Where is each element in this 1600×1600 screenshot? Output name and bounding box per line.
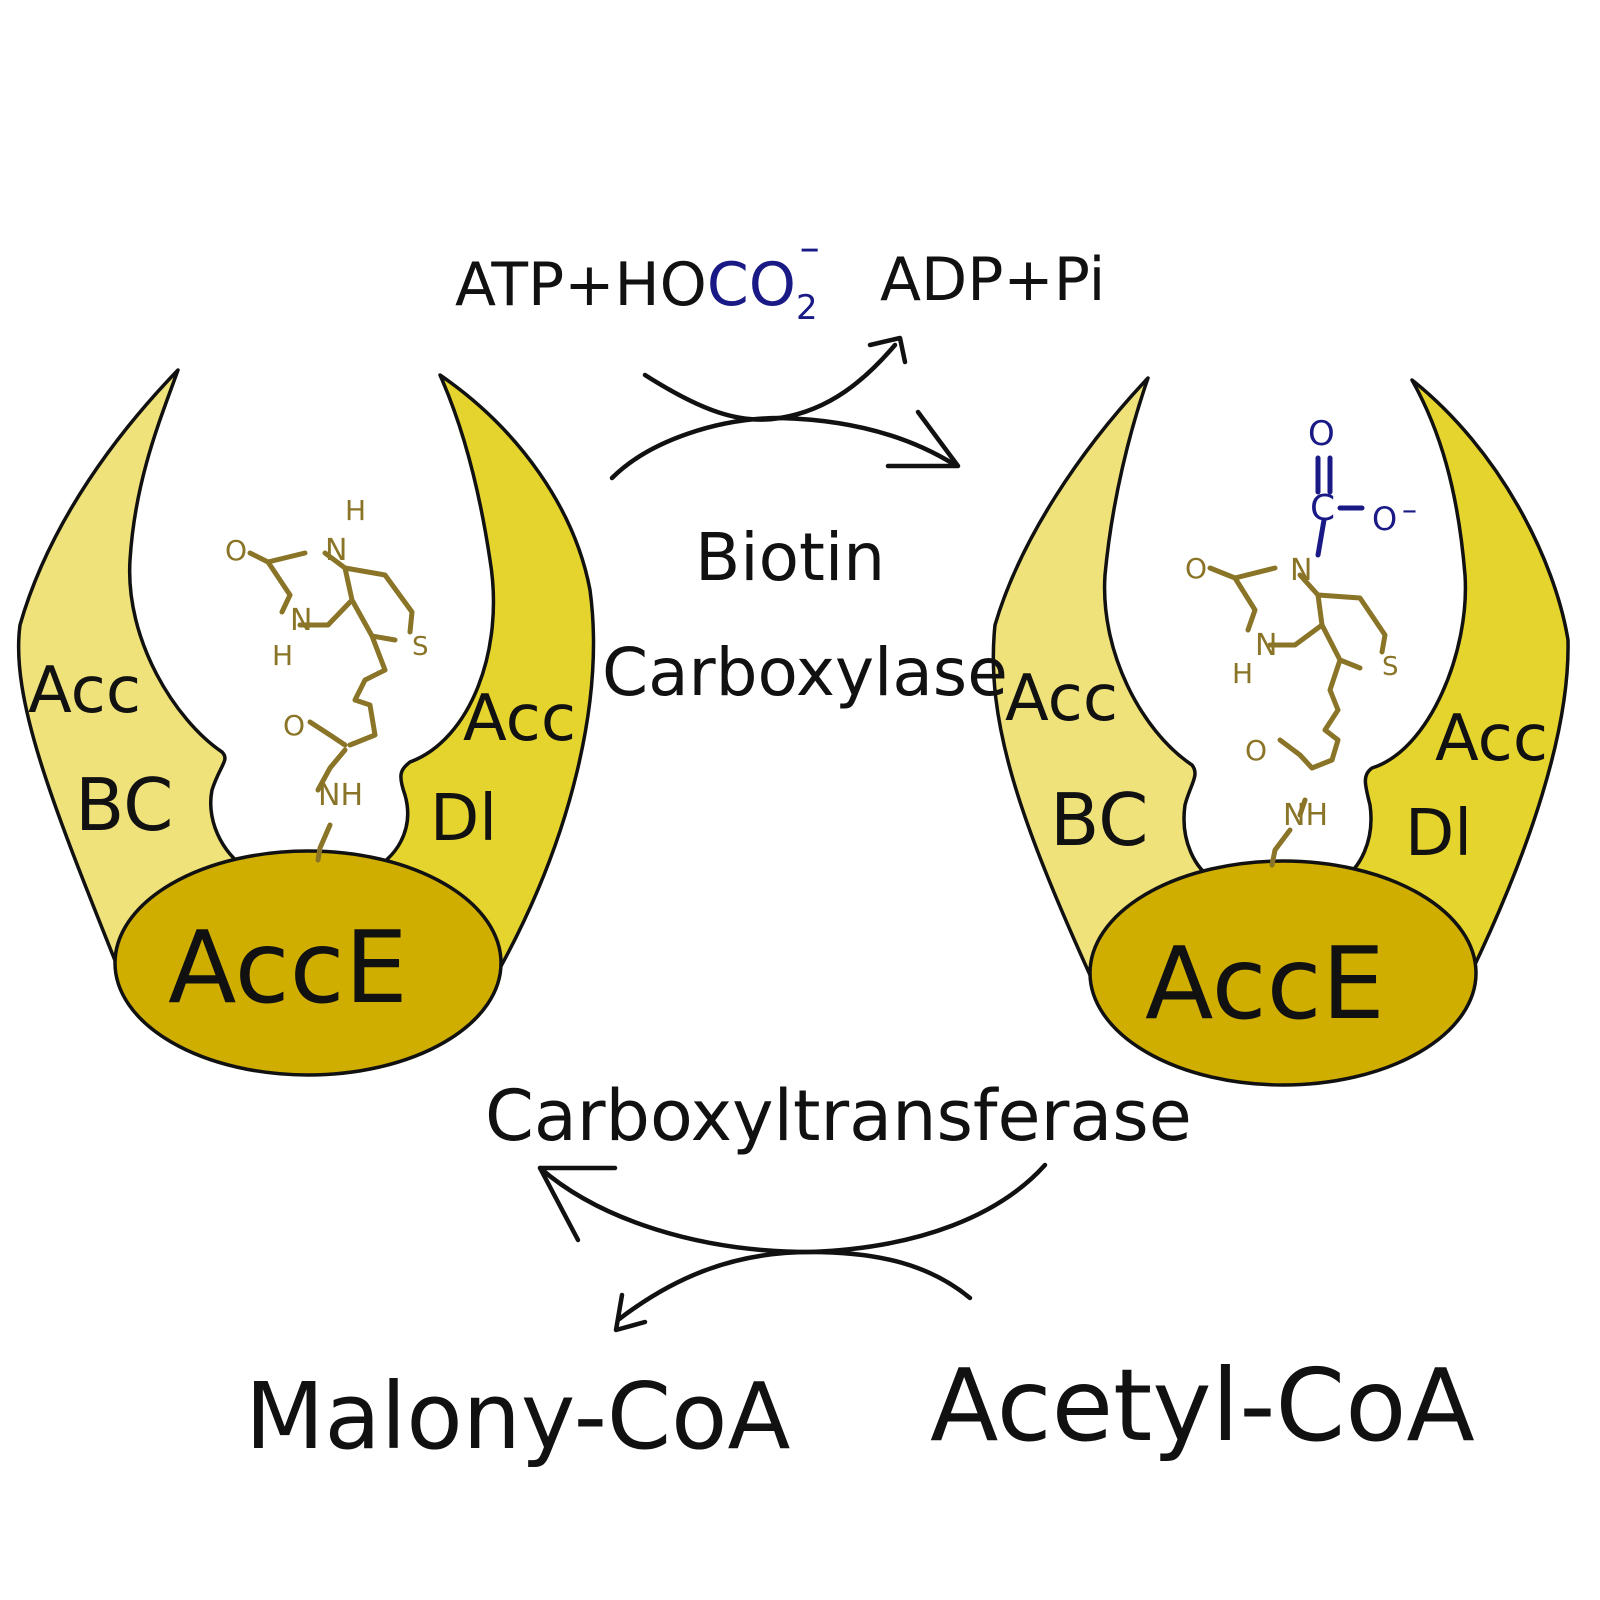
carboxyl-c: C <box>1310 488 1335 529</box>
right-enzyme-complex: Acc BC Acc Dl AccE O N N H S O NH O C O … <box>991 376 1570 1087</box>
right-dl-label-acc: Acc <box>1435 702 1548 776</box>
right-dl-label-dl: Dl <box>1405 797 1472 871</box>
left-bc-label-acc: Acc <box>28 654 141 728</box>
bottom-arrow-main <box>537 1162 1048 1255</box>
top-arrow-release-head <box>867 335 908 365</box>
acetyl-coa-label: Acetyl-CoA <box>930 1347 1475 1464</box>
carboxyl-o-minus: O <box>1372 500 1397 538</box>
bottom-arrow-release <box>615 1249 973 1323</box>
left-dl-domain <box>368 373 596 970</box>
top-arrow-main-head <box>885 409 961 469</box>
top-arrow-release <box>642 342 898 422</box>
malonyl-coa-label: Malony-CoA <box>245 1363 790 1470</box>
top-substrates: ATP+HOCO2– <box>455 225 820 328</box>
left-enzyme-complex: Acc BC Acc Dl AccE O N H N H S O NH <box>16 368 596 1077</box>
left-bc-domain <box>16 368 252 970</box>
right-biotin-o2: O <box>1245 734 1267 767</box>
left-biotin-n2: N <box>290 603 312 638</box>
left-biotin-h2: H <box>272 639 293 672</box>
left-biotin-nh: NH <box>318 778 363 813</box>
carboxyl-charge: – <box>1402 493 1417 528</box>
top-arrow-main <box>609 415 958 481</box>
left-acce-core <box>113 849 503 1077</box>
left-dl-label-dl: Dl <box>430 782 497 856</box>
left-dl-label-acc: Acc <box>463 682 576 756</box>
right-bc-domain <box>991 376 1217 977</box>
left-biotin-s: S <box>412 632 429 662</box>
left-core-label: AccE <box>168 909 408 1026</box>
carboxyl-group: O C O – <box>1308 414 1417 558</box>
right-biotin-n2: N <box>1255 628 1277 663</box>
bicarbonate-co: CO <box>707 250 796 320</box>
right-biotin-n1: N <box>1290 553 1312 588</box>
carboxyltransferase-label: Carboxyltransferase <box>485 1075 1192 1157</box>
right-biotin-molecule: O N N H S O NH <box>1185 552 1399 868</box>
right-biotin-nh: NH <box>1283 798 1328 833</box>
right-biotin-s: S <box>1382 652 1399 682</box>
right-core-label: AccE <box>1145 925 1385 1042</box>
left-biotin-o1: O <box>225 534 247 567</box>
right-bc-label-acc: Acc <box>1005 662 1118 736</box>
left-biotin-n1: N <box>325 533 347 568</box>
top-products: ADP+Pi <box>880 245 1105 315</box>
left-biotin-o2: O <box>283 709 305 742</box>
bottom-arrow-main-head <box>537 1165 618 1243</box>
biotin-carboxylase-reaction: ATP+HOCO2– ADP+Pi Biotin Carboxylase <box>455 225 1105 711</box>
carboxyl-o-top: O <box>1308 414 1335 454</box>
biotin-carboxylase-line2: Carboxylase <box>602 634 1008 711</box>
left-biotin-molecule: O N H N H S O NH <box>225 494 429 863</box>
left-biotin-h1: H <box>345 494 366 527</box>
right-biotin-o1: O <box>1185 552 1207 585</box>
right-biotin-h2: H <box>1232 657 1253 690</box>
right-bc-label-bc: BC <box>1050 778 1148 862</box>
left-bc-label-bc: BC <box>75 763 173 847</box>
right-acce-core <box>1088 859 1478 1087</box>
bottom-arrow-release-head <box>613 1292 648 1333</box>
carboxyltransferase-reaction: Carboxyltransferase Malony-CoA Acetyl-Co… <box>245 1075 1475 1470</box>
biotin-carboxylase-line1: Biotin <box>695 519 885 596</box>
right-dl-domain <box>1338 378 1570 977</box>
